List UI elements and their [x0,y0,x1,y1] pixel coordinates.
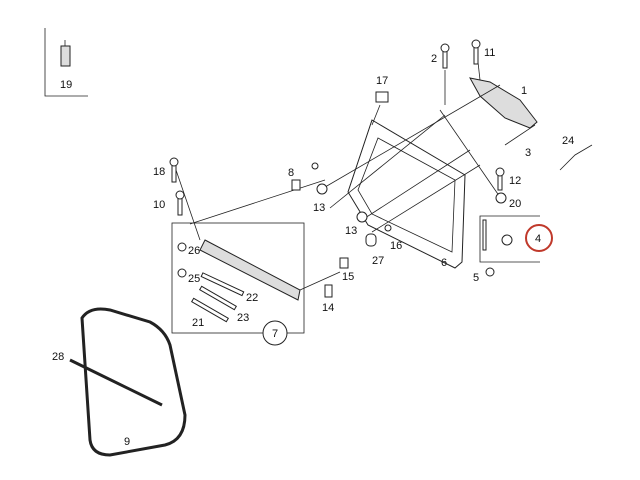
callout-15[interactable]: 15 [342,271,354,283]
callout-17[interactable]: 17 [376,75,388,87]
callout-11[interactable]: 11 [484,47,495,59]
callout-6[interactable]: 6 [441,257,447,269]
callout-19: 19 [60,79,72,91]
callout-16[interactable]: 16 [390,240,402,252]
callout-13b[interactable]: 13 [345,225,357,237]
callout-21[interactable]: 21 [192,317,204,329]
part-4-strut-box [479,215,540,263]
callout-4-highlight-circle[interactable] [525,224,553,252]
callout-20[interactable]: 20 [509,198,521,210]
callout-27[interactable]: 27 [372,255,384,267]
callout-8[interactable]: 8 [288,167,294,179]
callout-13a[interactable]: 13 [313,202,325,214]
callout-labels: 2 11 1 17 3 24 8 18 12 13 20 10 13 16 4 … [52,47,574,448]
callout-5[interactable]: 5 [473,272,479,284]
leader-lines [175,61,536,291]
spray-can-icon [60,45,71,67]
tailgate-trim-panel [347,119,466,269]
callout-24[interactable]: 24 [562,135,574,147]
callout-9[interactable]: 9 [124,436,130,448]
callout-7[interactable]: 7 [272,328,278,340]
callout-12[interactable]: 12 [509,175,521,187]
callout-25[interactable]: 25 [188,273,200,285]
callout-18[interactable]: 18 [153,166,165,178]
callout-1[interactable]: 1 [521,85,527,97]
callout-3[interactable]: 3 [525,147,531,159]
callout-2[interactable]: 2 [431,53,437,65]
part-9-seal [80,307,187,457]
callout-10[interactable]: 10 [153,199,165,211]
callout-23[interactable]: 23 [237,312,249,324]
callout-22[interactable]: 22 [246,292,258,304]
callout-7-circle [262,320,288,346]
part-1-spoiler [469,77,538,129]
callout-28[interactable]: 28 [52,351,64,363]
part-7-trim-strip [199,239,301,301]
part-7-kit-box [171,222,305,334]
callout-26[interactable]: 26 [188,245,200,257]
hardware [169,39,593,298]
callout-4[interactable]: 4 [535,233,541,245]
part-19-spray-box: 19 [44,28,88,97]
callout-14[interactable]: 14 [322,302,334,314]
part-28-strip [69,358,163,407]
